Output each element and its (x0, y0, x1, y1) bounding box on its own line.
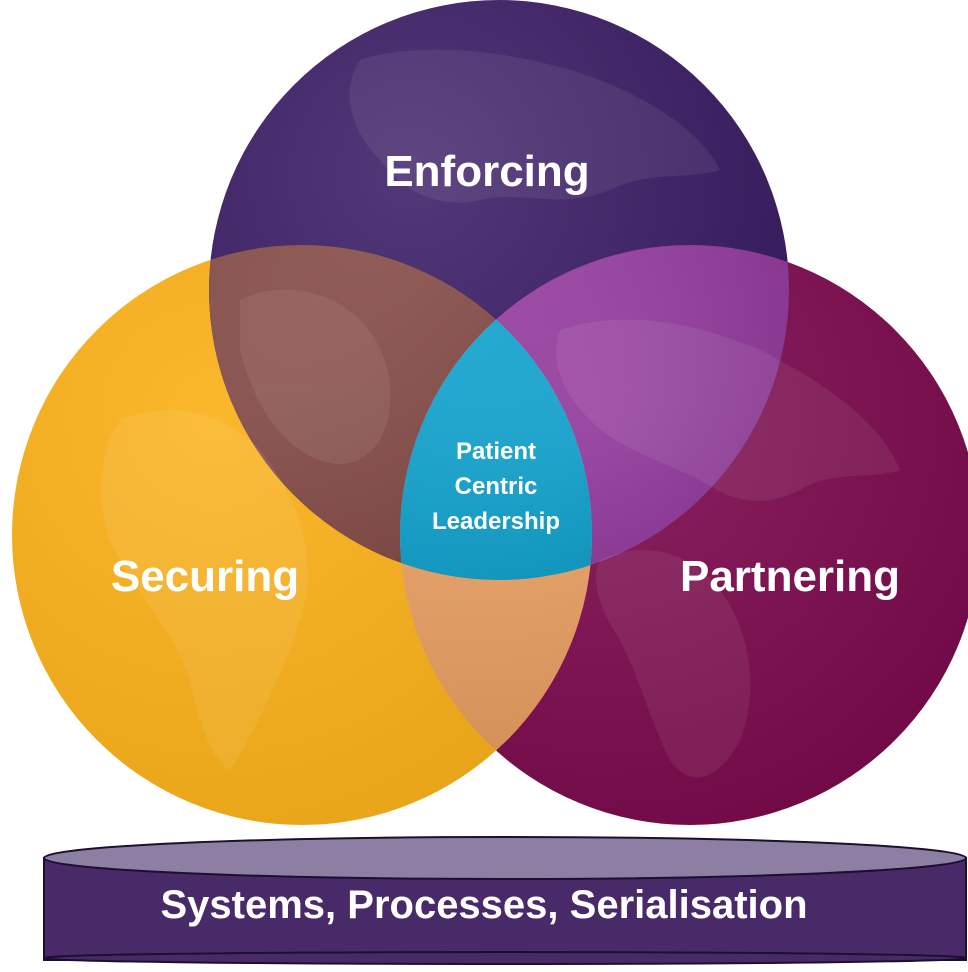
globe-continents (101, 49, 900, 778)
globe-shade-partnering (400, 245, 968, 825)
securing-label: Securing (110, 552, 300, 601)
base-label: Systems, Processes, Serialisation (160, 883, 808, 927)
center-label-line-2: Centric (454, 473, 538, 500)
enforcing-label: Enforcing (384, 147, 590, 196)
center-label-line-3: Leadership (431, 508, 561, 535)
partnering-label: Partnering (679, 552, 901, 601)
patient-centric-leadership-label: Patient Centric Leadership (396, 434, 596, 539)
base-top (43, 836, 967, 880)
base-bottom-edge (43, 951, 967, 965)
base-platform (43, 836, 967, 965)
center-label-line-1: Patient (455, 438, 536, 465)
